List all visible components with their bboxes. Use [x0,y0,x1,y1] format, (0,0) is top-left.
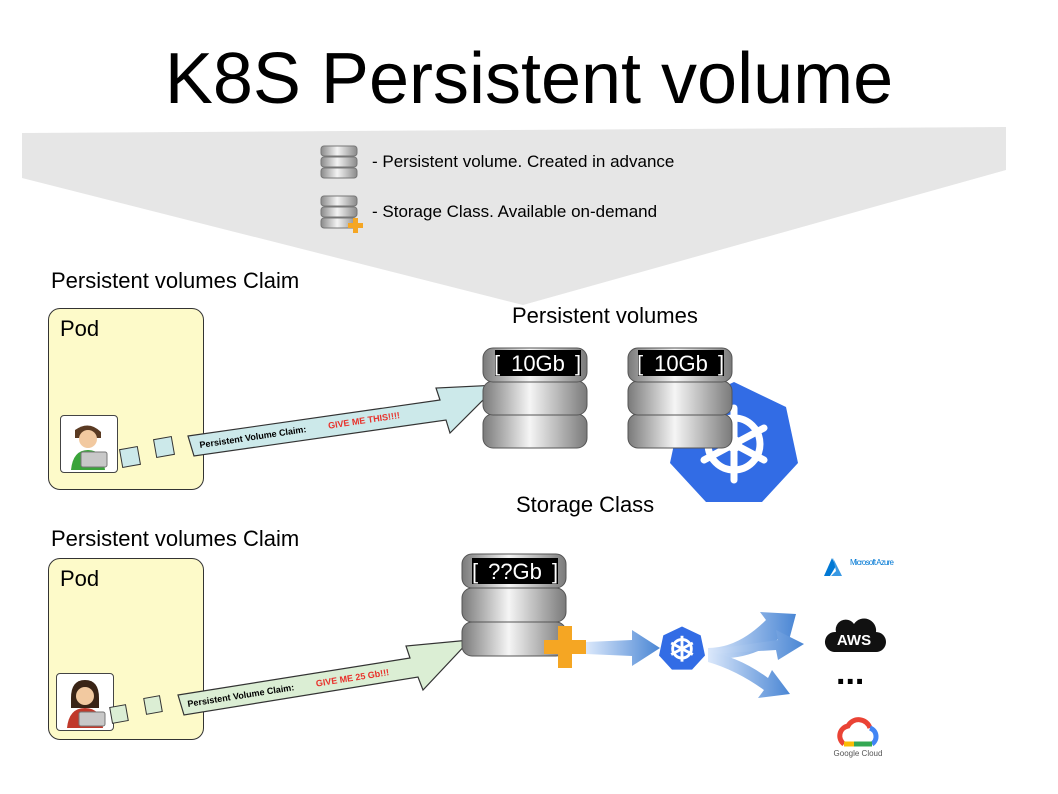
legend-pv-text: - Persistent volume. Created in advance [372,152,675,171]
pod-label-bottom: Pod [60,566,100,591]
google-cloud-logo-icon: Google Cloud [834,717,883,758]
aws-wordmark: AWS [837,632,871,649]
user-laptop-icon [71,425,108,470]
pv1-size-label: [ ] 10Gb [494,350,581,376]
sc-size-text: ??Gb [488,559,542,584]
more-providers-ellipsis: ... [836,654,865,692]
pv2-size-label: [ ] 10Gb [637,350,724,376]
pvc-section-title-top: Persistent volumes Claim [51,268,300,293]
sc-legend-icon [320,195,363,233]
svg-text:]: ] [575,351,581,376]
pv2-size-text: 10Gb [654,351,708,376]
user-avatar-top [60,415,118,473]
plus-icon [544,626,586,668]
svg-text:[: [ [472,559,478,584]
svg-text:[: [ [494,351,500,376]
pv-section-title: Persistent volumes [512,303,698,328]
pv-legend-icon [320,145,358,179]
pv1-size-text: 10Gb [511,351,565,376]
kubernetes-small-icon [659,626,705,670]
legend-sc-text: - Storage Class. Available on-demand [372,202,658,221]
page-title: K8S Persistent volume [164,39,894,119]
svg-text:]: ] [718,351,724,376]
sc-size-label: [ ] ??Gb [472,558,558,584]
sc-section-title: Storage Class [516,492,655,517]
pvc-section-title-bottom: Persistent volumes Claim [51,526,300,551]
user-avatar-bottom [56,673,114,731]
svg-text:[: [ [637,351,643,376]
azure-wordmark: Microsoft Azure [850,558,895,567]
user-laptop-icon [67,680,106,728]
aws-logo-icon: AWS [824,618,886,652]
azure-logo-icon: Microsoft Azure [824,558,895,576]
svg-text:]: ] [552,559,558,584]
google-cloud-wordmark: Google Cloud [834,749,883,758]
pod-label-top: Pod [60,316,100,341]
